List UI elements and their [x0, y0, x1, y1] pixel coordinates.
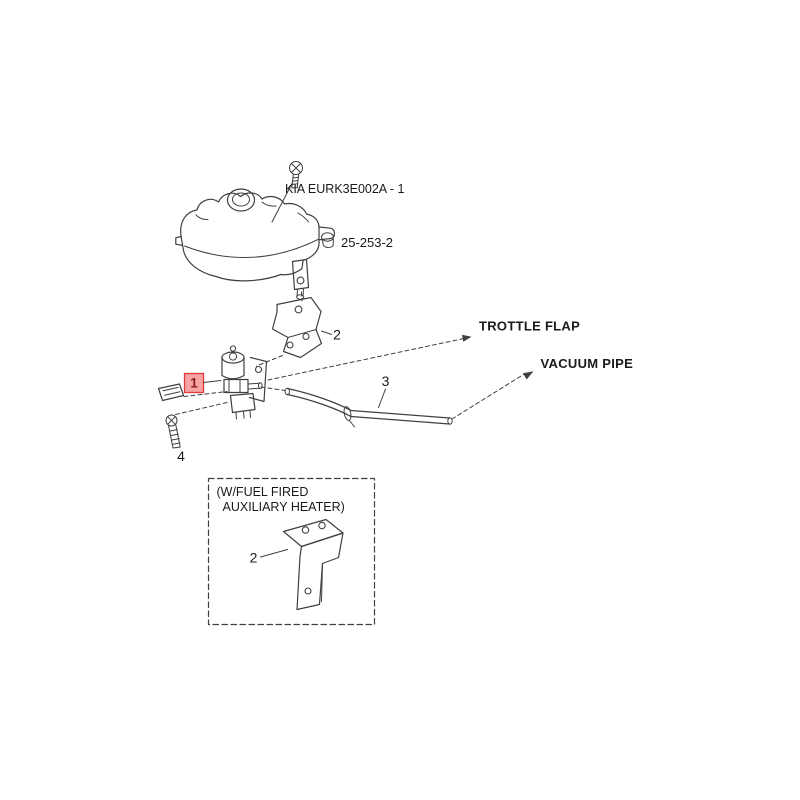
hose-right-end	[447, 417, 453, 425]
valve-body-ribs	[228, 379, 241, 393]
heater-bracket-hole-2	[318, 521, 326, 530]
auxiliary-heater-inset: (W/FUEL FIRED AUXILIARY HEATER) 2	[207, 477, 376, 626]
valve-nipple-end	[258, 382, 263, 390]
mounting-bolt-part	[165, 414, 181, 449]
tank-nipple-end	[296, 294, 305, 300]
bolt-valve-alignment-line	[175, 402, 228, 415]
bracket-hole-1	[294, 305, 303, 314]
connector-valve-alignment-line	[183, 391, 228, 397]
heater-bracket-face	[296, 532, 344, 611]
vacuum-hose-part	[284, 387, 453, 428]
callout-part-1-highlighted[interactable]: 1	[183, 372, 205, 394]
callout-part-2[interactable]: 2	[333, 327, 341, 343]
bracket-bend-line	[287, 329, 317, 338]
inset-dashed-box	[207, 477, 376, 626]
bracket-hole-3	[286, 341, 294, 349]
hose-clamp	[343, 406, 352, 421]
inset-callout-leader	[260, 549, 288, 558]
clip-top	[321, 232, 334, 242]
valve-knob	[229, 345, 237, 352]
valve-body	[223, 378, 249, 394]
bolt-cross-slot	[167, 416, 176, 425]
screw-head	[289, 161, 303, 175]
wiring-connector-part	[157, 383, 185, 402]
screw-threads	[291, 176, 299, 185]
bolt-threads	[169, 429, 181, 449]
bracket-hole-2	[302, 332, 310, 341]
hose-left-end	[284, 387, 290, 396]
vacuum-pipe-label: VACUUM PIPE	[541, 356, 634, 371]
valve-plate	[248, 356, 268, 403]
valve-plate-hole	[254, 365, 263, 374]
bracket-callout-leader	[321, 330, 332, 335]
throttle-flap-dashed-line	[267, 338, 463, 381]
inset-caption-line1: (W/FUEL FIRED	[217, 485, 309, 499]
vacuum-pipe-dashed-line	[451, 374, 524, 420]
diagram-code-label: KIA EURK3E002A - 1	[285, 182, 405, 196]
mounting-screw-part	[289, 161, 303, 189]
tank-seam-line	[184, 239, 319, 259]
hose-clamp-tail	[349, 420, 355, 428]
callout-part-2-inset[interactable]: 2	[250, 550, 258, 566]
callout-part-4[interactable]: 4	[177, 448, 185, 464]
solenoid-sides	[221, 356, 245, 377]
arrowhead-icon	[462, 334, 472, 342]
tank-left-tab	[175, 235, 183, 246]
tank-rib-3	[297, 212, 309, 223]
tank-cap	[226, 188, 256, 212]
valve-callout-leader	[203, 380, 222, 383]
throttle-flap-pointer	[267, 334, 472, 381]
inset-caption-line2: AUXILIARY HEATER)	[223, 500, 345, 514]
heater-bracket-hole-1	[301, 526, 310, 534]
valve-bracket-part	[271, 296, 323, 359]
tank-bottom-tab	[291, 258, 310, 291]
throttle-flap-label: TROTTLE FLAP	[479, 319, 580, 334]
bracket-valve-alignment-line	[256, 355, 283, 367]
arrowhead-icon	[523, 371, 534, 380]
screw-leader-line	[271, 182, 293, 223]
hose-bottom-line	[286, 393, 451, 425]
valve-connector-block	[229, 392, 256, 414]
tank-rib-1	[195, 214, 209, 221]
tank-right-port	[318, 226, 336, 241]
valve-connector-pins	[235, 410, 251, 420]
heater-bracket-hole-3	[304, 587, 312, 595]
tank-outline	[180, 192, 320, 282]
overflow-clip-part	[321, 232, 334, 249]
tank-tab-hole	[296, 276, 305, 285]
vacuum-pipe-pointer	[451, 371, 534, 420]
tank-rib-2	[261, 201, 277, 207]
hose-top-line	[286, 387, 451, 419]
connector-detail-lines	[162, 386, 181, 396]
ref-code-link[interactable]: 25-253-2	[341, 235, 393, 250]
clip-body	[321, 238, 334, 249]
tank-cap-inner	[232, 192, 250, 207]
bolt-shaft	[168, 424, 181, 449]
bracket-outline	[271, 296, 323, 359]
expansion-tank-part	[175, 188, 336, 300]
hose-callout-leader	[378, 388, 386, 408]
solenoid-top-port	[228, 352, 238, 361]
screw-cross-slot	[291, 163, 301, 173]
callout-part-3[interactable]: 3	[382, 373, 390, 389]
valve-hose-alignment-line	[260, 386, 286, 391]
callout-part-1-label: 1	[190, 376, 198, 391]
heater-bracket-part	[282, 518, 344, 611]
solenoid-bottom	[221, 374, 245, 380]
valve-nipple	[247, 382, 260, 390]
vacuum-solenoid-valve-part	[221, 345, 268, 420]
bolt-head	[165, 414, 178, 427]
heater-bracket-edge-line	[321, 563, 323, 602]
connector-outline	[157, 383, 185, 402]
